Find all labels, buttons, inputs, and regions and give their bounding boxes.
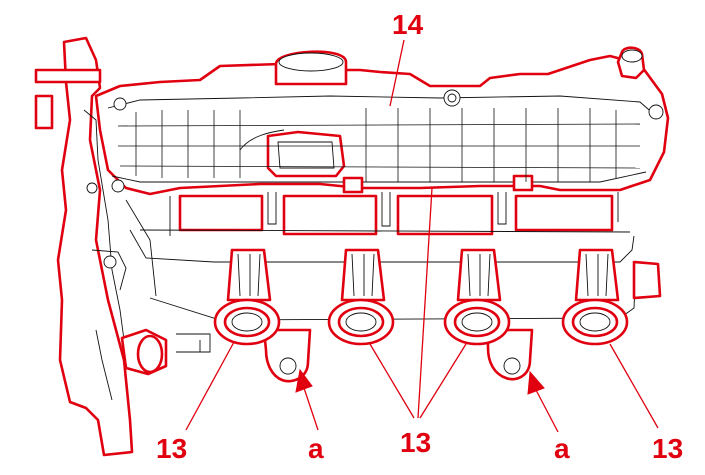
middle-rib-section [139, 192, 631, 236]
marker-arrow-right [527, 370, 559, 433]
top-rib-grid [117, 108, 641, 182]
leader-13-center-c [417, 187, 433, 419]
plug-tube-3 [443, 248, 511, 346]
callout-seal-center: 13 [400, 427, 431, 458]
marker-arrow-left [295, 368, 319, 431]
leader-lines [185, 39, 659, 431]
callout-seal-left: 13 [156, 433, 187, 464]
plug-tube-4 [561, 248, 629, 346]
callout-cover: 14 [392, 9, 424, 40]
callout-seal-right: 13 [652, 433, 683, 464]
leader-13-right [609, 343, 659, 429]
leader-13-left [185, 341, 235, 431]
leader-14 [389, 39, 405, 107]
left-end-casting [34, 36, 168, 457]
callout-marker-left: a [308, 433, 324, 464]
leader-13-center-a [369, 343, 415, 419]
callout-marker-right: a [554, 433, 570, 464]
plug-tube-2 [327, 248, 395, 346]
leader-13-center-b [419, 343, 467, 419]
cover-top-body [94, 46, 670, 196]
plug-tube-1 [213, 248, 281, 346]
